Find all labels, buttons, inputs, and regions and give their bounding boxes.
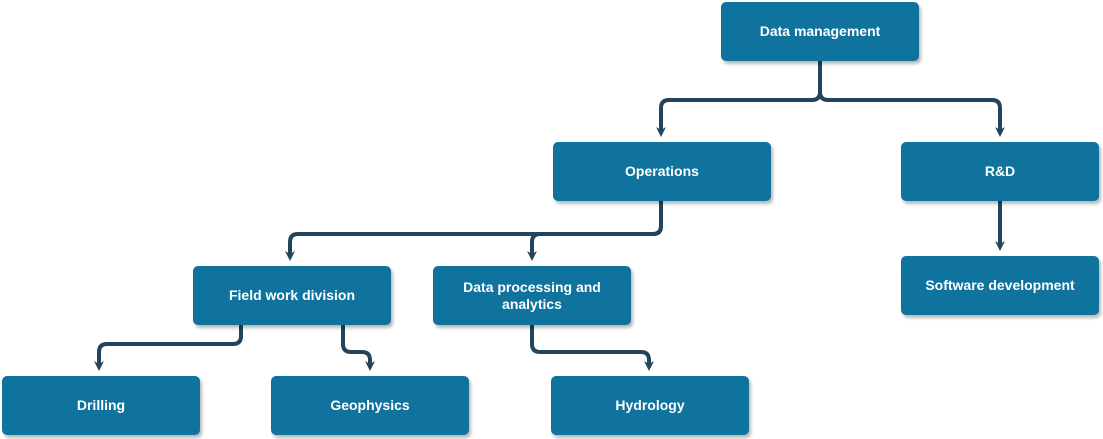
edge-field-work-geophysics: [341, 324, 375, 371]
node-label-drilling: Drilling: [76, 397, 126, 413]
node-label-data-management: Data management: [759, 23, 881, 39]
node-data-processing-and-analytics[interactable]: Data processing and analytics: [433, 266, 631, 325]
node-hydrology[interactable]: Hydrology: [551, 376, 749, 435]
node-label-software-development: Software development: [925, 277, 1075, 293]
edge-operations-data-processing: [527, 200, 663, 261]
edge-data-management-operations: [656, 60, 822, 137]
node-label-hydrology: Hydrology: [615, 397, 685, 413]
edge-data-processing-hydrology: [530, 324, 654, 371]
edge-operations-field-work: [285, 200, 663, 261]
node-data-management[interactable]: Data management: [721, 2, 919, 61]
node-label-geophysics: Geophysics: [330, 397, 410, 413]
node-geophysics[interactable]: Geophysics: [271, 376, 469, 435]
node-field-work-division[interactable]: Field work division: [193, 266, 391, 325]
node-rd[interactable]: R&D: [901, 142, 1099, 201]
node-label-data-processing-and-analytics: Data processing and analytics: [463, 278, 601, 312]
node-drilling[interactable]: Drilling: [2, 376, 200, 435]
node-label-field-work-division: Field work division: [228, 287, 356, 303]
node-label-operations: Operations: [625, 163, 699, 179]
edge-field-work-drilling: [94, 324, 243, 371]
edge-data-management-rd: [818, 60, 1005, 137]
node-operations[interactable]: Operations: [553, 142, 771, 201]
node-label-rd: R&D: [984, 163, 1016, 179]
node-software-development[interactable]: Software development: [901, 256, 1099, 315]
